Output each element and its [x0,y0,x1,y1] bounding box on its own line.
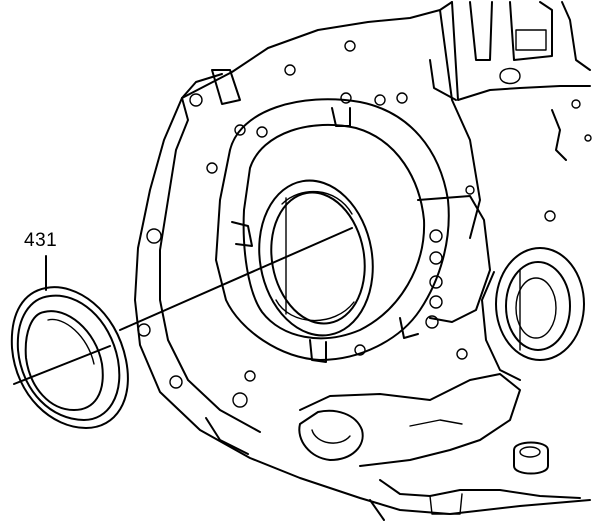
output-housing [481,247,585,381]
part-number-label: 431 [24,230,58,251]
pump-body [211,69,450,363]
seal-431 [10,286,129,429]
case-housing [134,1,591,515]
upper-frame [429,1,592,222]
lower-portion [205,373,581,521]
right-bolt-row [417,185,491,360]
center-line [13,227,353,385]
